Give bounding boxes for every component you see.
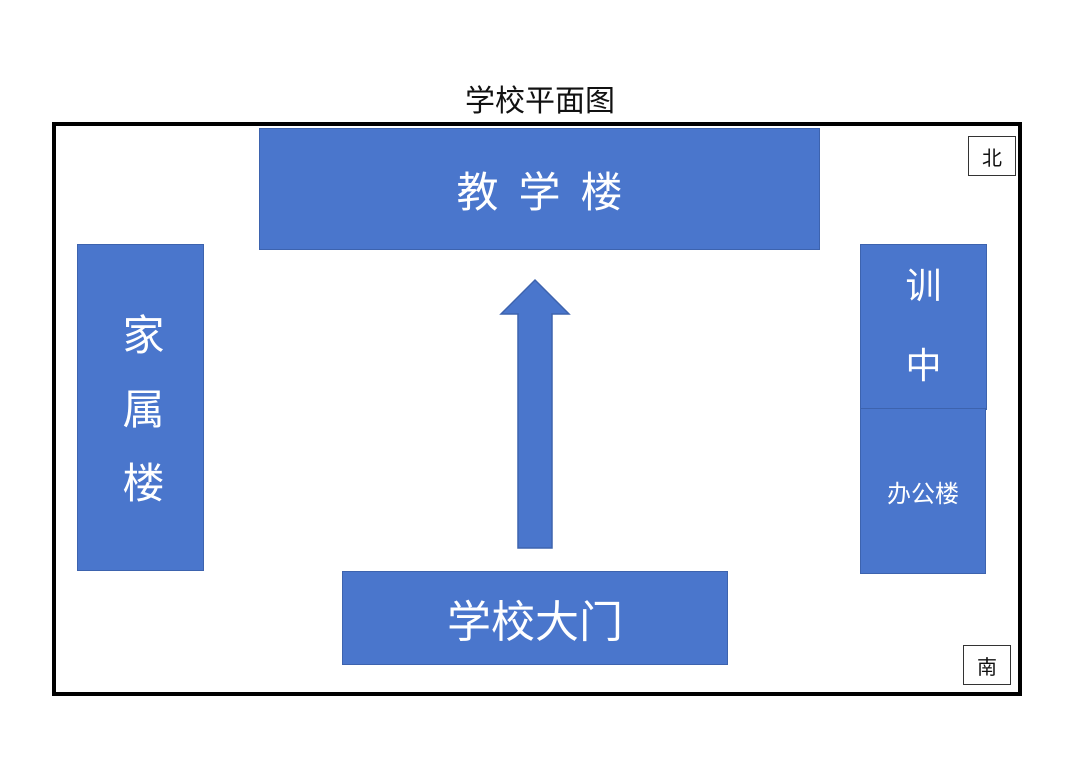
school-gate: 学校大门 <box>342 571 728 665</box>
map-title: 学校平面图 <box>465 84 615 119</box>
family-building-label: 家属楼 <box>116 312 165 535</box>
up-arrow-icon <box>499 278 571 549</box>
school-gate-label: 学校大门 <box>447 597 623 648</box>
compass-north: 北 <box>968 136 1016 176</box>
compass-south-label: 南 <box>977 654 997 679</box>
office-building-label: 办公楼 <box>887 479 959 508</box>
training-center: 实训中心 <box>860 186 987 467</box>
teaching-building: 教学楼 <box>259 128 820 250</box>
campus-boundary <box>52 122 1022 696</box>
arrow-shape <box>499 278 571 549</box>
family-building: 家属楼 <box>77 244 204 571</box>
compass-south: 南 <box>963 645 1011 685</box>
office-building: 办公楼 <box>860 408 986 574</box>
teaching-building-label: 教学楼 <box>456 167 643 217</box>
compass-north-label: 北 <box>982 145 1002 170</box>
